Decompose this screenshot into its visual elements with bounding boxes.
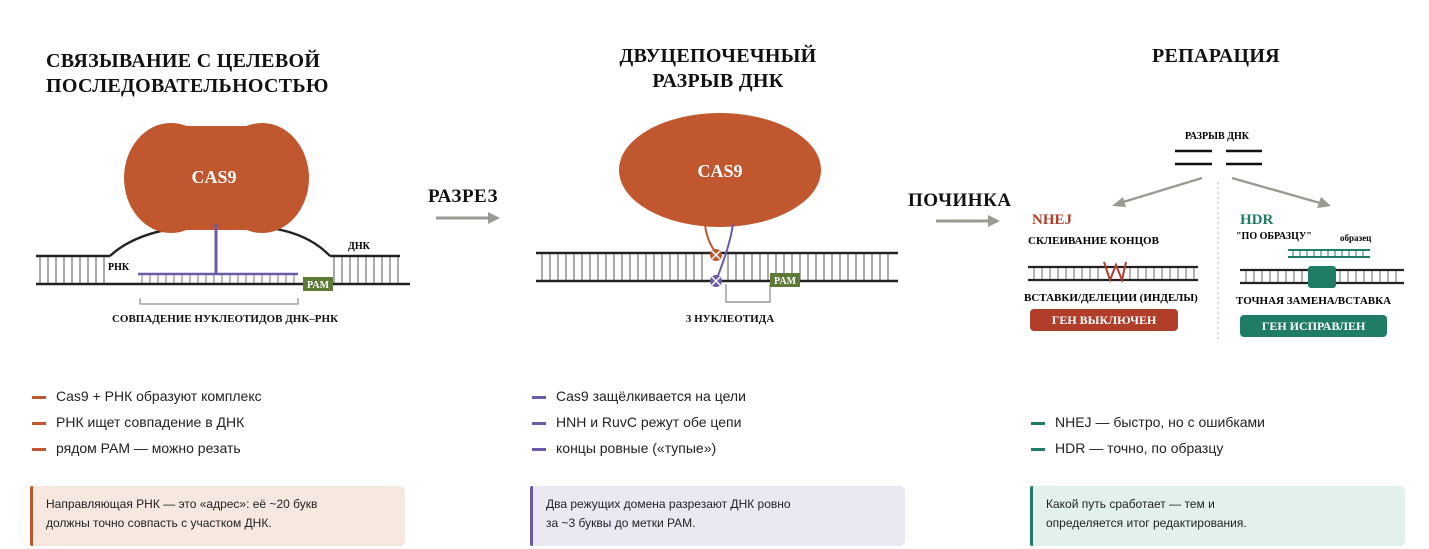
pam-box <box>770 273 800 287</box>
panel3-title: РЕПАРАЦИЯ <box>1152 45 1280 67</box>
branch-arrow-hdr-icon <box>1231 176 1331 208</box>
panel2-title: ДВУЦЕПОЧЕЧНЫЙ РАЗРЫВ ДНК <box>598 44 838 94</box>
note-line: определяется итог редактирования. <box>1046 516 1247 530</box>
bullet-item: HDR — точно, по образцу <box>1031 435 1265 461</box>
panel3-bullets: NHEJ — быстро, но с ошибками HDR — точно… <box>1031 409 1265 461</box>
nhej-subtitle: СКЛЕИВАНИЕ КОНЦОВ <box>1028 235 1160 247</box>
arrow1-label: РАЗРЕЗ <box>428 186 498 207</box>
broken-dna <box>1175 149 1262 166</box>
dna-label: ДНК <box>348 241 371 252</box>
hdr-caption: ТОЧНАЯ ЗАМЕНА/ВСТАВКА <box>1236 295 1391 307</box>
bullet-item: рядом PAM — можно резать <box>32 435 262 461</box>
binding-diagram: CAS9 РНК ДНК PAM <box>36 123 410 305</box>
note-line: Какой путь сработает — тем и <box>1046 497 1215 511</box>
hnh-scissors-icon <box>710 275 722 287</box>
branch-arrow-nhej-icon <box>1112 176 1203 207</box>
cleavage-diagram: CAS9 PAM <box>536 113 898 303</box>
arrow1-icon <box>436 212 500 224</box>
gene-fixed-badge: ГЕН ИСПРАВЛЕН <box>1240 315 1387 337</box>
bullet-item: HNH и RuvC режут обе цепи <box>532 409 746 435</box>
nhej-caption: ВСТАВКИ/ДЕЛЕЦИИ (ИНДЕЛЫ) <box>1024 292 1198 304</box>
hdr-subtitle: "ПО ОБРАЗЦУ" <box>1236 231 1312 242</box>
panel1-title-line2: ПОСЛЕДОВАТЕЛЬНОСТЬЮ <box>46 75 329 97</box>
donor-template <box>1288 249 1370 258</box>
dna-rungs <box>541 254 889 280</box>
panel2-title-line2: РАЗРЫВ ДНК <box>652 70 784 92</box>
bullet-item: РНК ищет совпадение в ДНК <box>32 409 262 435</box>
arrow2-icon <box>936 215 1000 227</box>
dna-rungs-right <box>333 257 399 283</box>
nhej-title: NHEJ <box>1032 212 1073 228</box>
gene-off-badge: ГЕН ВЫКЛЮЧЕН <box>1030 309 1178 331</box>
inserted-segment <box>1308 266 1336 288</box>
note-line: за ~3 буквы до метки PAM. <box>546 516 696 530</box>
note-line: должны точно совпасть с участком ДНК. <box>46 516 272 530</box>
panel1-title-line1: СВЯЗЫВАНИЕ С ЦЕЛЕВОЙ <box>46 50 321 72</box>
bullet-item: концы ровные («тупые») <box>532 435 746 461</box>
hdr-title: HDR <box>1240 212 1274 228</box>
hdr-rungs <box>1245 271 1397 282</box>
note-line: Два режущих домена разрезают ДНК ровно <box>546 497 791 511</box>
bullet-item: Cas9 + РНК образуют комплекс <box>32 383 262 409</box>
cas9-label: CAS9 <box>191 167 236 187</box>
arrow2-label: ПОЧИНКА <box>908 190 1012 211</box>
cas9-label: CAS9 <box>697 161 742 181</box>
panel3-note: Какой путь сработает — тем и определяетс… <box>1030 486 1405 546</box>
rna-label: РНК <box>108 262 130 273</box>
panel2-bullets: Cas9 защёлкивается на цели HNH и RuvC ре… <box>532 383 746 461</box>
panel1-note: Направляющая РНК — это «адрес»: её ~20 б… <box>30 486 405 546</box>
panel1-title: СВЯЗЫВАНИЕ С ЦЕЛЕВОЙ ПОСЛЕДОВАТЕЛЬНОСТЬЮ <box>46 49 329 99</box>
break-label: РАЗРЫВ ДНК <box>1185 131 1250 142</box>
match-bracket <box>139 298 299 305</box>
panel2-title-line1: ДВУЦЕПОЧЕЧНЫЙ <box>619 45 817 67</box>
ruvc-scissors-icon <box>710 249 722 261</box>
indel-mark <box>1103 261 1127 284</box>
rna-dna-rungs <box>141 275 295 283</box>
repair-diagram: РАЗРЫВ ДНК NHEJ СКЛЕИВАНИЕ КОНЦОВ ВСТАВК… <box>1024 131 1404 340</box>
bullet-item: Cas9 защёлкивается на цели <box>532 383 746 409</box>
panel2-note: Два режущих домена разрезают ДНК ровно з… <box>530 486 905 546</box>
panel1-caption: СОВПАДЕНИЕ НУКЛЕОТИДОВ ДНК–РНК <box>111 313 339 325</box>
ruvc-tether <box>704 223 717 254</box>
three-nt-bracket <box>725 284 771 303</box>
pam-label: PAM <box>307 280 330 291</box>
nhej-rungs <box>1033 268 1195 279</box>
panel2-caption: 3 НУКЛЕОТИДА <box>685 313 775 325</box>
pam-box <box>303 277 333 291</box>
note-line: Направляющая РНК — это «адрес»: её ~20 б… <box>46 497 318 511</box>
pam-label: PAM <box>774 276 797 287</box>
dna-rungs-left <box>39 257 105 283</box>
cas9-protein <box>619 113 821 227</box>
cas9-protein <box>124 123 309 233</box>
template-label: образец <box>1340 233 1372 243</box>
bullet-item: NHEJ — быстро, но с ошибками <box>1031 409 1265 435</box>
panel1-bullets: Cas9 + РНК образуют комплекс РНК ищет со… <box>32 383 262 461</box>
